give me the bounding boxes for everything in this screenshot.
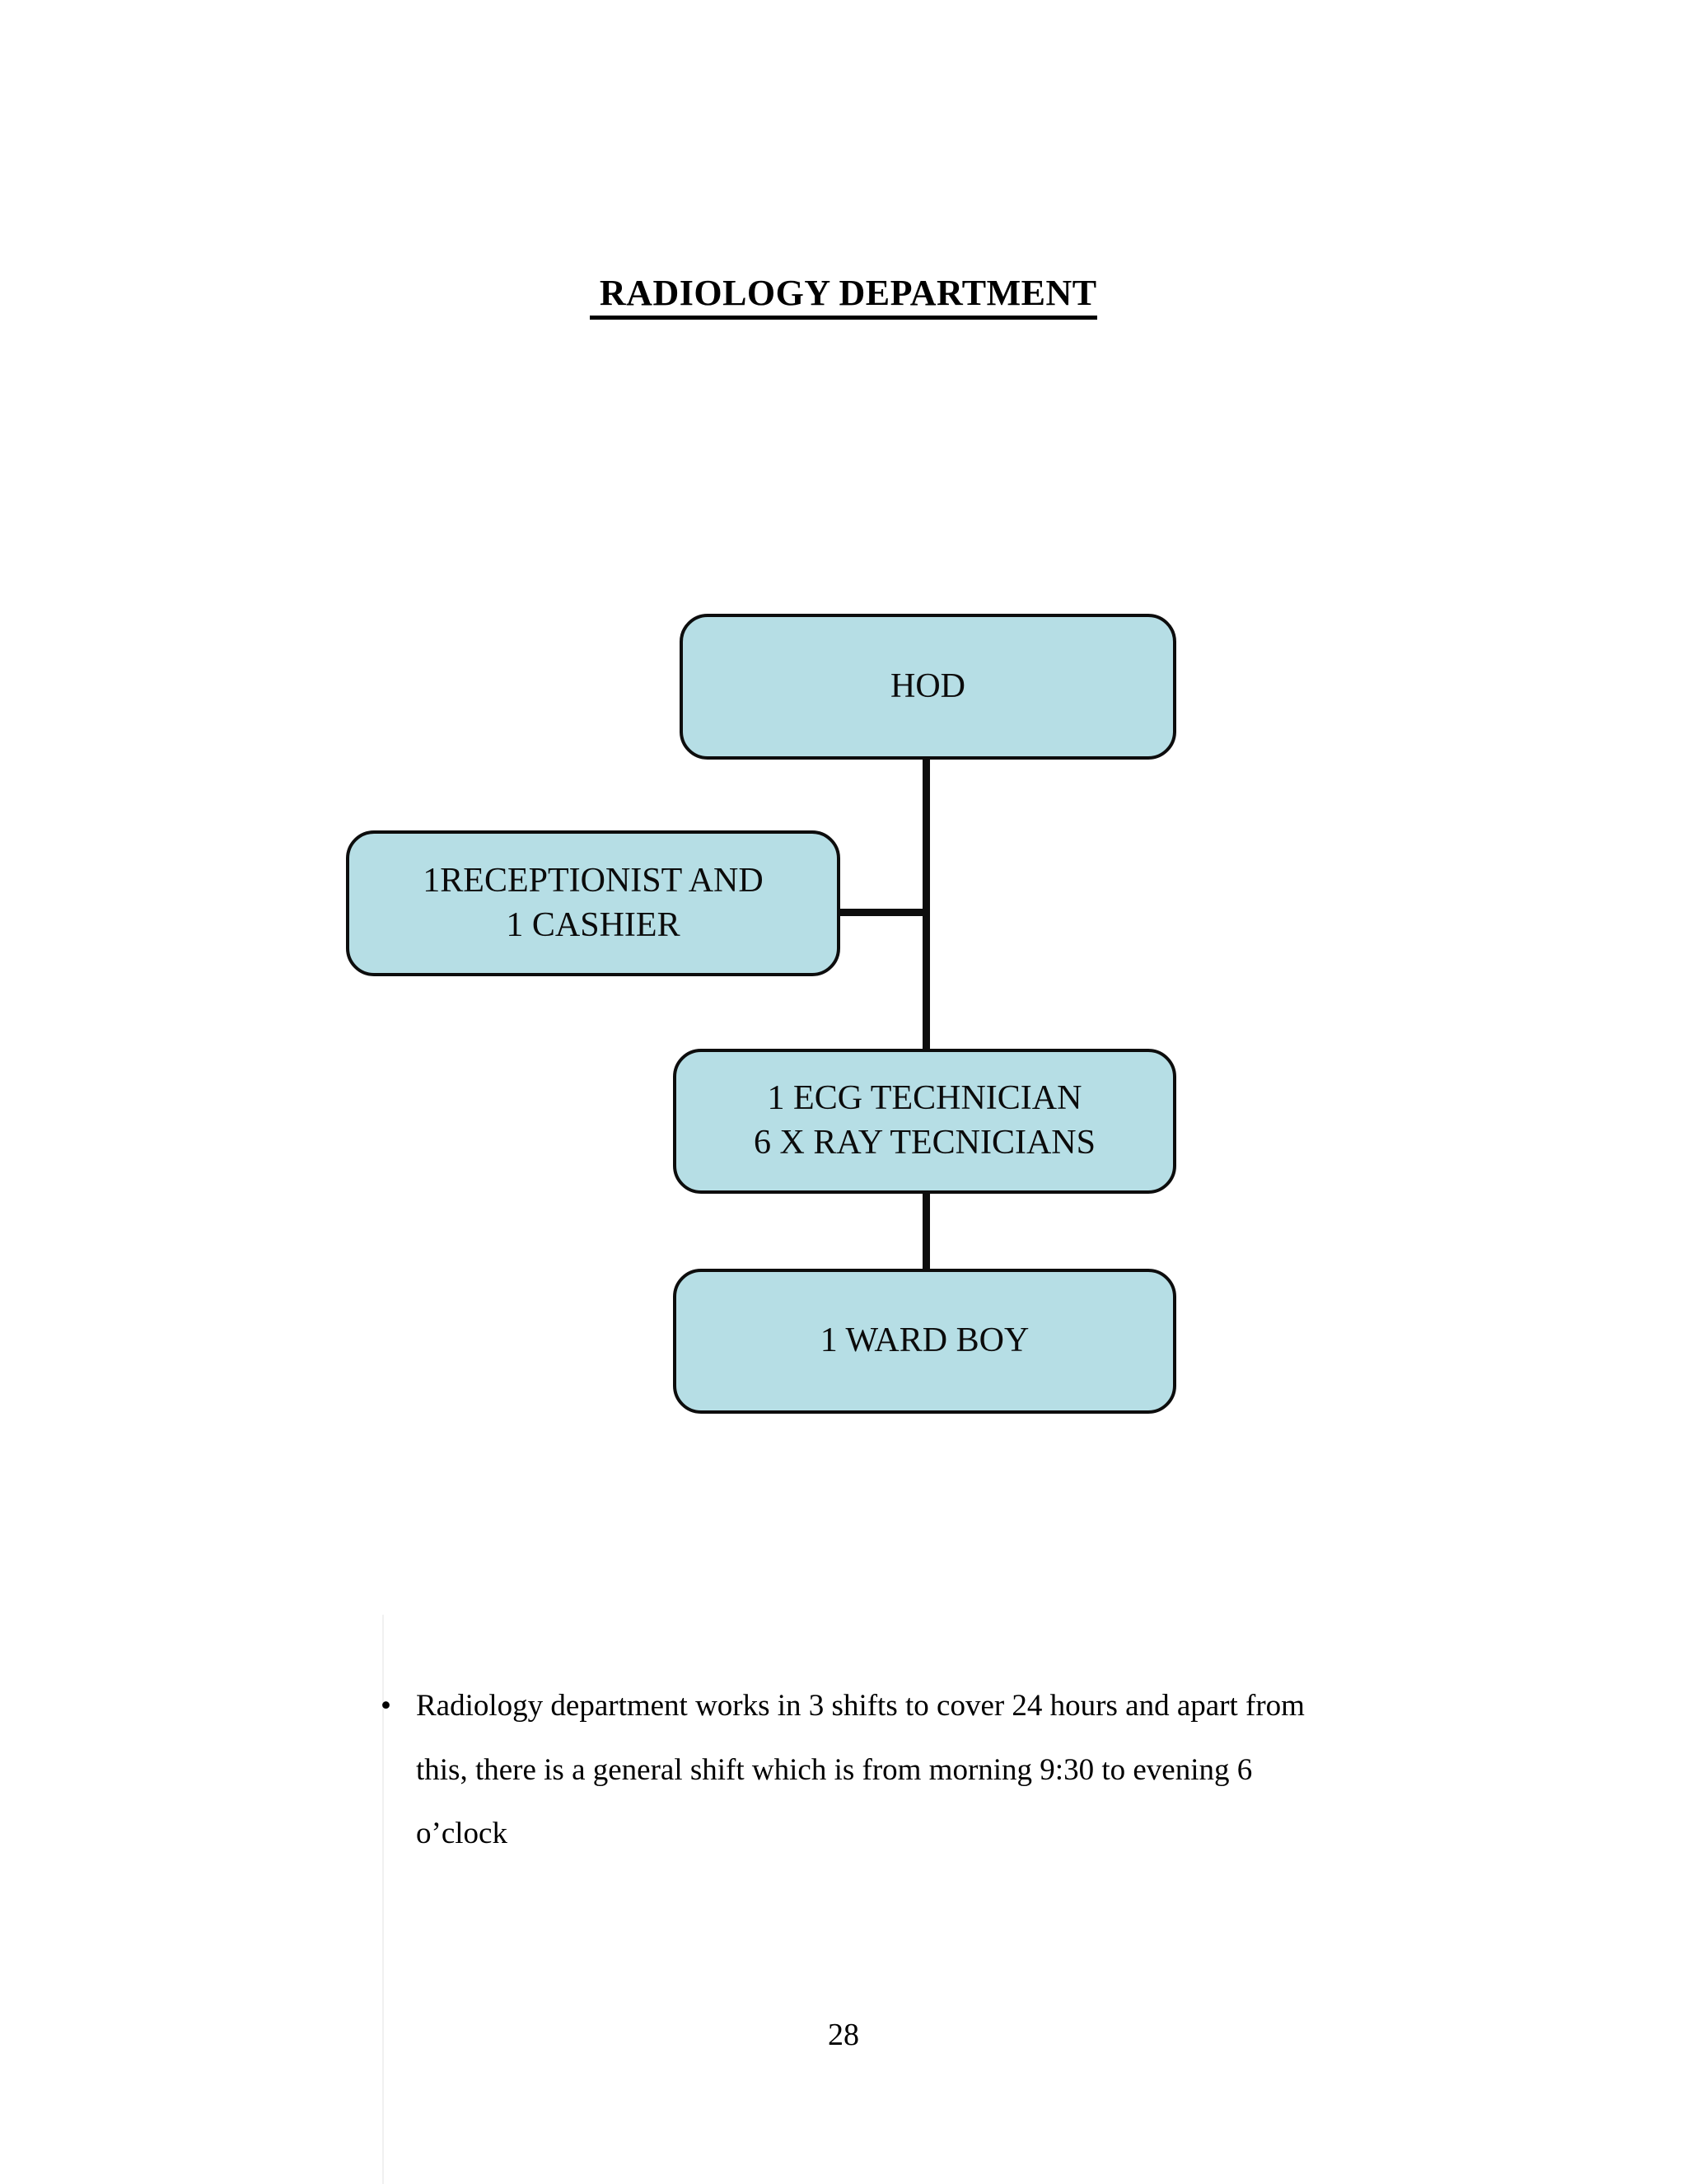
page-number: 28 — [828, 2018, 859, 2052]
page-title-text: RADIOLOGY DEPARTMENT — [590, 273, 1097, 320]
page-scan-edge-artifact — [382, 1615, 384, 2184]
notes-list-item: • Radiology department works in 3 shifts… — [379, 1674, 1334, 1866]
notes-list-item-text: Radiology department works in 3 shifts t… — [416, 1689, 1305, 1851]
org-node-technicians-label: 1 ECG TECHNICIAN 6 X RAY TECNICIANS — [754, 1079, 1096, 1162]
org-node-receptionist-cashier-label: 1RECEPTIONIST AND 1 CASHIER — [423, 861, 764, 944]
org-chart: HOD 1RECEPTIONIST AND 1 CASHIER 1 ECG TE… — [346, 614, 1176, 1414]
org-node-receptionist-cashier: 1RECEPTIONIST AND 1 CASHIER — [346, 830, 840, 976]
page-title: RADIOLOGY DEPARTMENT — [0, 272, 1687, 320]
connector-technicians-to-wardboy — [923, 1190, 930, 1273]
bullet-point-icon: • — [381, 1689, 391, 1723]
org-node-ward-boy: 1 WARD BOY — [673, 1269, 1176, 1414]
notes-list: • Radiology department works in 3 shifts… — [379, 1674, 1334, 1866]
connector-hod-to-technicians — [923, 756, 930, 1053]
org-node-ward-boy-label: 1 WARD BOY — [820, 1321, 1030, 1360]
connector-hod-to-reception — [834, 909, 926, 916]
org-node-hod: HOD — [680, 614, 1176, 760]
org-node-hod-label: HOD — [890, 666, 965, 705]
org-node-technicians: 1 ECG TECHNICIAN 6 X RAY TECNICIANS — [673, 1049, 1176, 1194]
